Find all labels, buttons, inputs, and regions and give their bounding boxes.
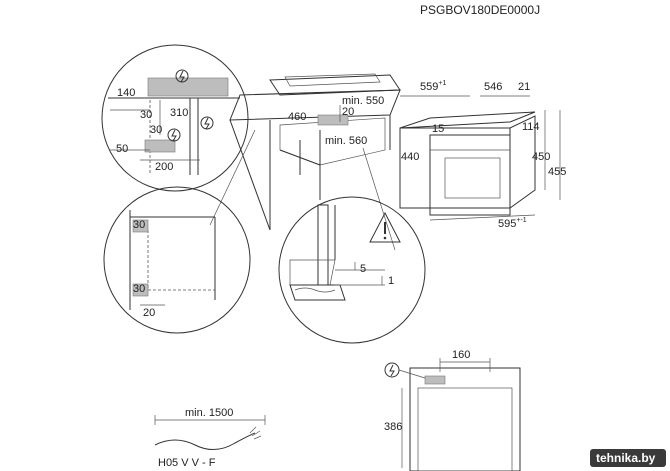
dim-30-b: 30 (150, 124, 162, 136)
watermark: tehnika.by (590, 449, 666, 467)
dim-546: 546 (484, 81, 502, 93)
cable-type: H05 V V - F (158, 457, 216, 469)
dim-21: 21 (518, 81, 530, 93)
dim-15: 15 (432, 123, 444, 135)
dim-min-550: min. 550 (342, 95, 384, 107)
cable-drawing: min. 1500 H05 V V - F (154, 407, 266, 469)
dim-160: 160 (452, 349, 470, 361)
electric-icon (167, 128, 181, 142)
dim-20-b: 20 (143, 307, 155, 319)
warning-triangle-icon (369, 211, 401, 243)
dim-386: 386 (384, 421, 402, 433)
watermark-text: tehnika.by (596, 451, 656, 465)
electric-icon (384, 362, 400, 378)
oven-body (399, 127, 511, 209)
detail-circle-top-left: 140 30 310 30 50 200 (101, 44, 249, 192)
cabinet-perspective: 460 20 min. 550 min. 560 (209, 73, 401, 251)
dim-450: 450 (532, 151, 550, 163)
dim-5: 5 (360, 263, 366, 275)
dim-455: 455 (548, 166, 566, 178)
dim-595: 595+-1 (498, 217, 527, 230)
dim-460: 460 (288, 111, 306, 123)
dim-min-560: min. 560 (325, 135, 367, 147)
detail-circle-right: 5 1 (278, 196, 426, 344)
dim-30-d: 30 (133, 283, 145, 295)
dim-140: 140 (117, 87, 135, 99)
socket-box-lower (144, 139, 176, 153)
electric-icon (175, 69, 189, 83)
dim-114: 114 (522, 121, 540, 133)
dim-200: 200 (155, 161, 173, 173)
oven-front (429, 134, 511, 216)
dim-30-c: 30 (133, 219, 145, 231)
socket-box (147, 77, 229, 97)
dim-30-a: 30 (140, 109, 152, 121)
electric-icon (200, 116, 214, 130)
detail-circle-left: 30 30 20 (103, 186, 251, 334)
oven-drawing: 559+1 546 21 15 114 440 450 455 595+-1 (399, 80, 566, 230)
dim-440: 440 (401, 151, 419, 163)
oven-window (444, 157, 501, 199)
dim-310: 310 (170, 107, 188, 119)
dim-20-a: 20 (342, 106, 354, 118)
dim-min-1500: min. 1500 (185, 407, 233, 419)
dim-1: 1 (388, 275, 394, 287)
model-code: PSGBOV180DE0000J (420, 3, 540, 17)
socket-side-view: 160 386 (384, 349, 521, 471)
dim-559: 559+1 (420, 80, 446, 93)
dim-50: 50 (116, 143, 128, 155)
